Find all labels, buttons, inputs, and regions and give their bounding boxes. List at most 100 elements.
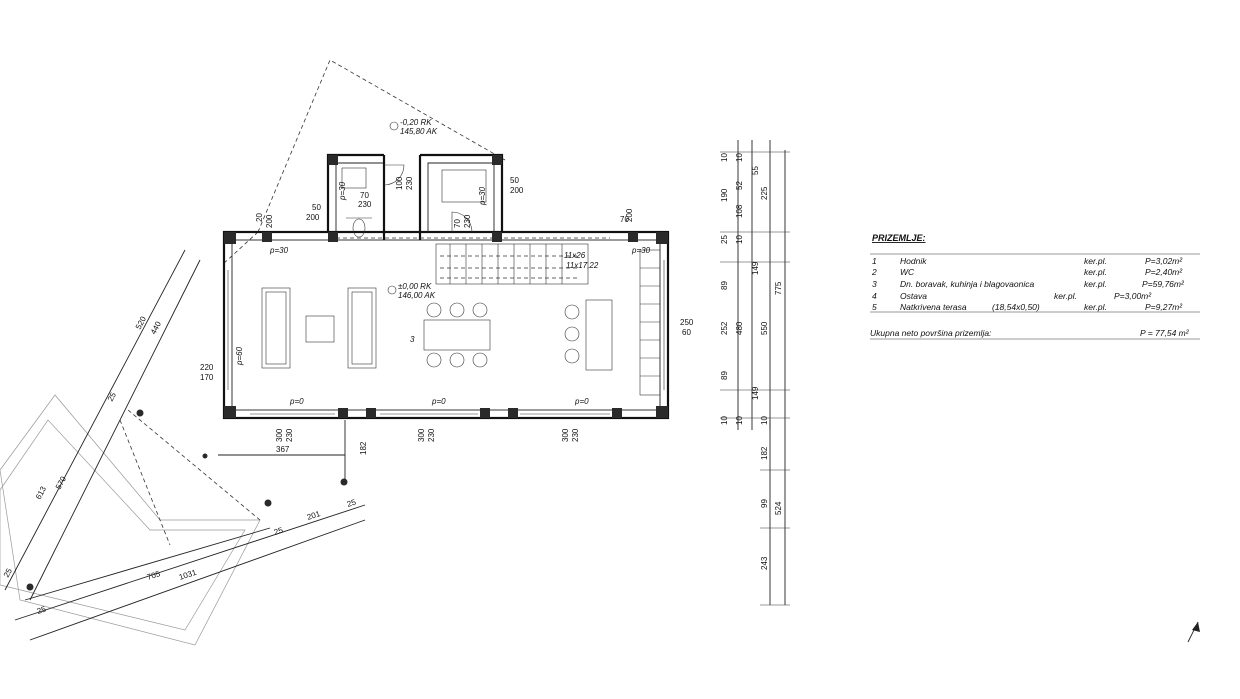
- vdim: 55: [751, 166, 760, 175]
- dim-705: 705: [146, 569, 162, 582]
- hall-inner: [427, 162, 495, 232]
- vdim: 149: [751, 261, 760, 275]
- vdim: 149: [751, 386, 760, 400]
- hall-door-swing: [451, 211, 473, 233]
- sill-label: p=0: [574, 397, 589, 406]
- win-label: 300: [561, 428, 570, 442]
- wc-toilet: [352, 218, 366, 238]
- row-area: P=9,27m²: [1145, 302, 1183, 312]
- diag-dim-line-5: [24, 527, 271, 601]
- row-name: Dn. boravak, kuhinja i blagovaonica: [900, 279, 1034, 289]
- column: [262, 232, 272, 242]
- row-name: Hodnik: [900, 256, 927, 266]
- vertical-dimensions: [720, 140, 790, 606]
- vdim: 108: [735, 204, 744, 218]
- win-label: 230: [571, 428, 580, 442]
- column: [366, 408, 376, 418]
- row-material: ker.pl.: [1084, 267, 1107, 277]
- column: [224, 406, 236, 418]
- table-title: PRIZEMLJE:: [872, 233, 926, 243]
- level-marker-entry: [389, 121, 399, 131]
- wc-sink: [341, 167, 367, 189]
- win-label: 60: [682, 328, 691, 337]
- dim-440: 440: [149, 319, 163, 335]
- diag-dim-line-3: [14, 504, 366, 621]
- row-area: P=2,40m²: [1145, 267, 1183, 277]
- win-label: 50: [312, 203, 321, 212]
- roof-outline: [257, 59, 506, 233]
- row-name: Ostava: [900, 291, 927, 301]
- stool: [564, 326, 580, 342]
- sill-label: p=30: [631, 246, 651, 255]
- win-label: 300: [417, 428, 426, 442]
- row-no: 2: [871, 267, 877, 277]
- chair: [426, 302, 442, 318]
- column: [480, 408, 490, 418]
- row-area: P=3,00m²: [1114, 291, 1152, 301]
- north-arrow-icon: [1187, 621, 1200, 643]
- level-entry-rk: -0,20 RK: [400, 118, 432, 127]
- diag-dim-line-2: [29, 259, 201, 601]
- chair: [426, 352, 442, 368]
- kitchen-island: [585, 299, 613, 371]
- vdim: 10: [720, 153, 729, 162]
- vdim: 524: [774, 501, 783, 515]
- column: [328, 155, 338, 165]
- vdim: 52: [735, 181, 744, 190]
- survey-point-2: [26, 583, 34, 591]
- sill-label: p=60: [235, 346, 244, 366]
- vdim: 10: [735, 235, 744, 244]
- row-extra: (18,54x0,50): [992, 302, 1040, 312]
- win-label: 230: [463, 214, 472, 228]
- total-value: P = 77,54 m²: [1140, 328, 1190, 338]
- vdim: 480: [735, 321, 744, 335]
- sofa-left: [261, 287, 291, 369]
- vdim: 25: [720, 235, 729, 244]
- win-label: 230: [285, 428, 294, 442]
- row-area: P=59,76m²: [1142, 279, 1185, 289]
- level-floor-ak: 146,00 AK: [398, 291, 436, 300]
- win-label: 70: [453, 219, 462, 228]
- column: [656, 232, 668, 244]
- level-marker-floor: [387, 285, 397, 295]
- row-material: ker.pl.: [1084, 256, 1107, 266]
- survey-point-5: [202, 453, 208, 459]
- terrain-dash-2: [127, 409, 261, 521]
- row-material: ker.pl.: [1084, 279, 1107, 289]
- column: [224, 232, 236, 244]
- dim-25a: 25: [106, 390, 118, 403]
- row-no: 4: [872, 291, 877, 301]
- stair-label-2: 11x17,22: [566, 261, 599, 270]
- win-label: 70: [620, 215, 629, 224]
- dim-25d: 25: [273, 525, 285, 536]
- vdim: 190: [720, 188, 729, 202]
- chair: [449, 352, 465, 368]
- vdim: 252: [720, 321, 729, 335]
- vdim: 550: [760, 321, 769, 335]
- column: [508, 408, 518, 418]
- row-no: 5: [872, 302, 877, 312]
- win-label: 100: [395, 176, 404, 190]
- room-number-3: 3: [410, 335, 415, 344]
- dining-table: [423, 319, 491, 351]
- dim-520: 520: [134, 314, 148, 330]
- dim-201: 201: [306, 509, 322, 522]
- vdim: 99: [760, 499, 769, 508]
- vdim: 10: [735, 416, 744, 425]
- survey-point-3: [264, 499, 272, 507]
- vdim: 89: [720, 281, 729, 290]
- win-label: 70: [360, 191, 369, 200]
- main-outer-wall: [222, 230, 670, 420]
- vdim: 182: [760, 446, 769, 460]
- sill-label: p=30: [478, 186, 487, 206]
- stair-label: 11x26: [564, 251, 586, 260]
- dim-1031: 1031: [178, 568, 198, 582]
- vdim: 225: [760, 186, 769, 200]
- sill-label: p=30: [269, 246, 289, 255]
- survey-point-1: [136, 409, 144, 417]
- sill-label: p=30: [338, 181, 347, 201]
- stool: [564, 304, 580, 320]
- sofa-right: [347, 287, 377, 369]
